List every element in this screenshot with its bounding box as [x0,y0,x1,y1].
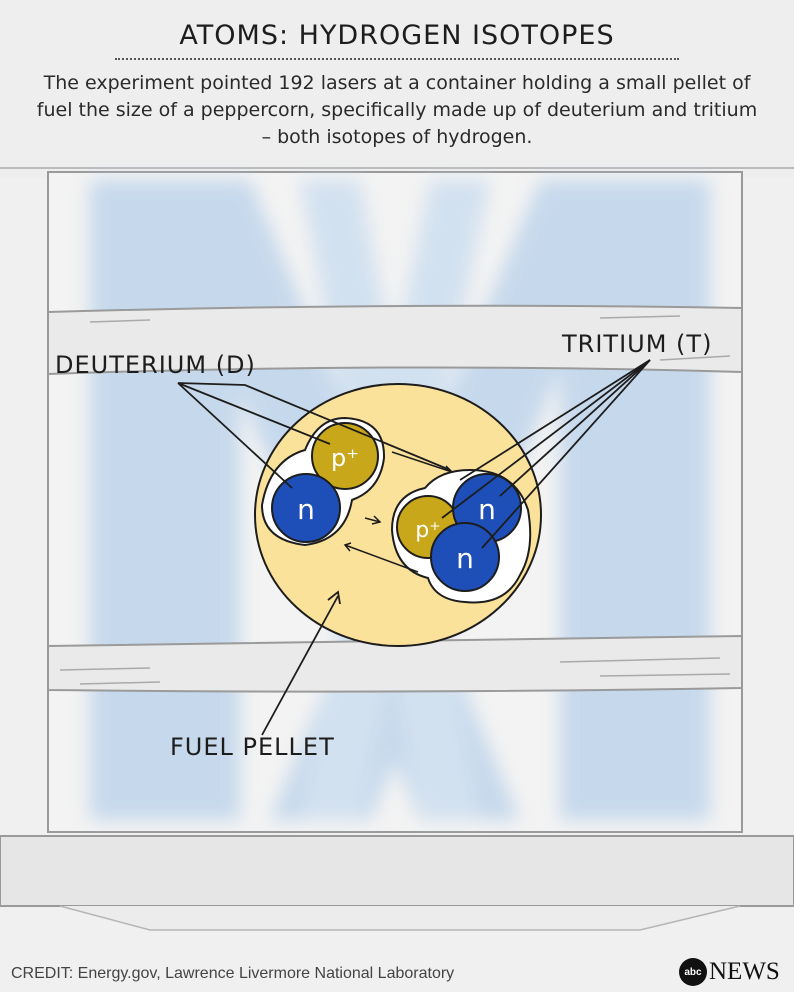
deuterium-neutron [271,473,341,543]
deuterium-neutron-symbol: n [297,493,315,526]
abc-news-logo: abc NEWS [679,958,780,986]
deuterium-proton-symbol: p⁺ [331,444,359,472]
deuterium-label: DEUTERIUM (D) [55,351,256,379]
tritium-leader-lines [441,359,651,549]
news-wordmark: NEWS [709,958,780,985]
page-subtitle: The experiment pointed 192 lasers at a c… [36,72,758,148]
fuel-pellet-label: FUEL PELLET [170,733,335,761]
deuterium-leader-lines [177,382,451,489]
fuel-pellet-leader-line [261,590,341,736]
container-base [0,835,794,907]
tritium-neutron-2 [430,522,500,592]
tritium-neutron-2-symbol: n [456,542,474,575]
title-divider [115,58,679,60]
interaction-arrows [343,451,454,573]
page-title: ATOMS: HYDROGEN ISOTOPES [179,20,615,51]
tritium-neutron-1-symbol: n [478,493,496,526]
upper-band [47,304,743,376]
lower-band [47,634,743,693]
abc-badge: abc [679,958,707,986]
deuterium-proton [311,422,379,490]
credit-line: CREDIT: Energy.gov, Lawrence Livermore N… [11,965,455,982]
tritium-proton-symbol: p⁺ [415,518,441,543]
tritium-label: TRITIUM (T) [562,330,713,358]
